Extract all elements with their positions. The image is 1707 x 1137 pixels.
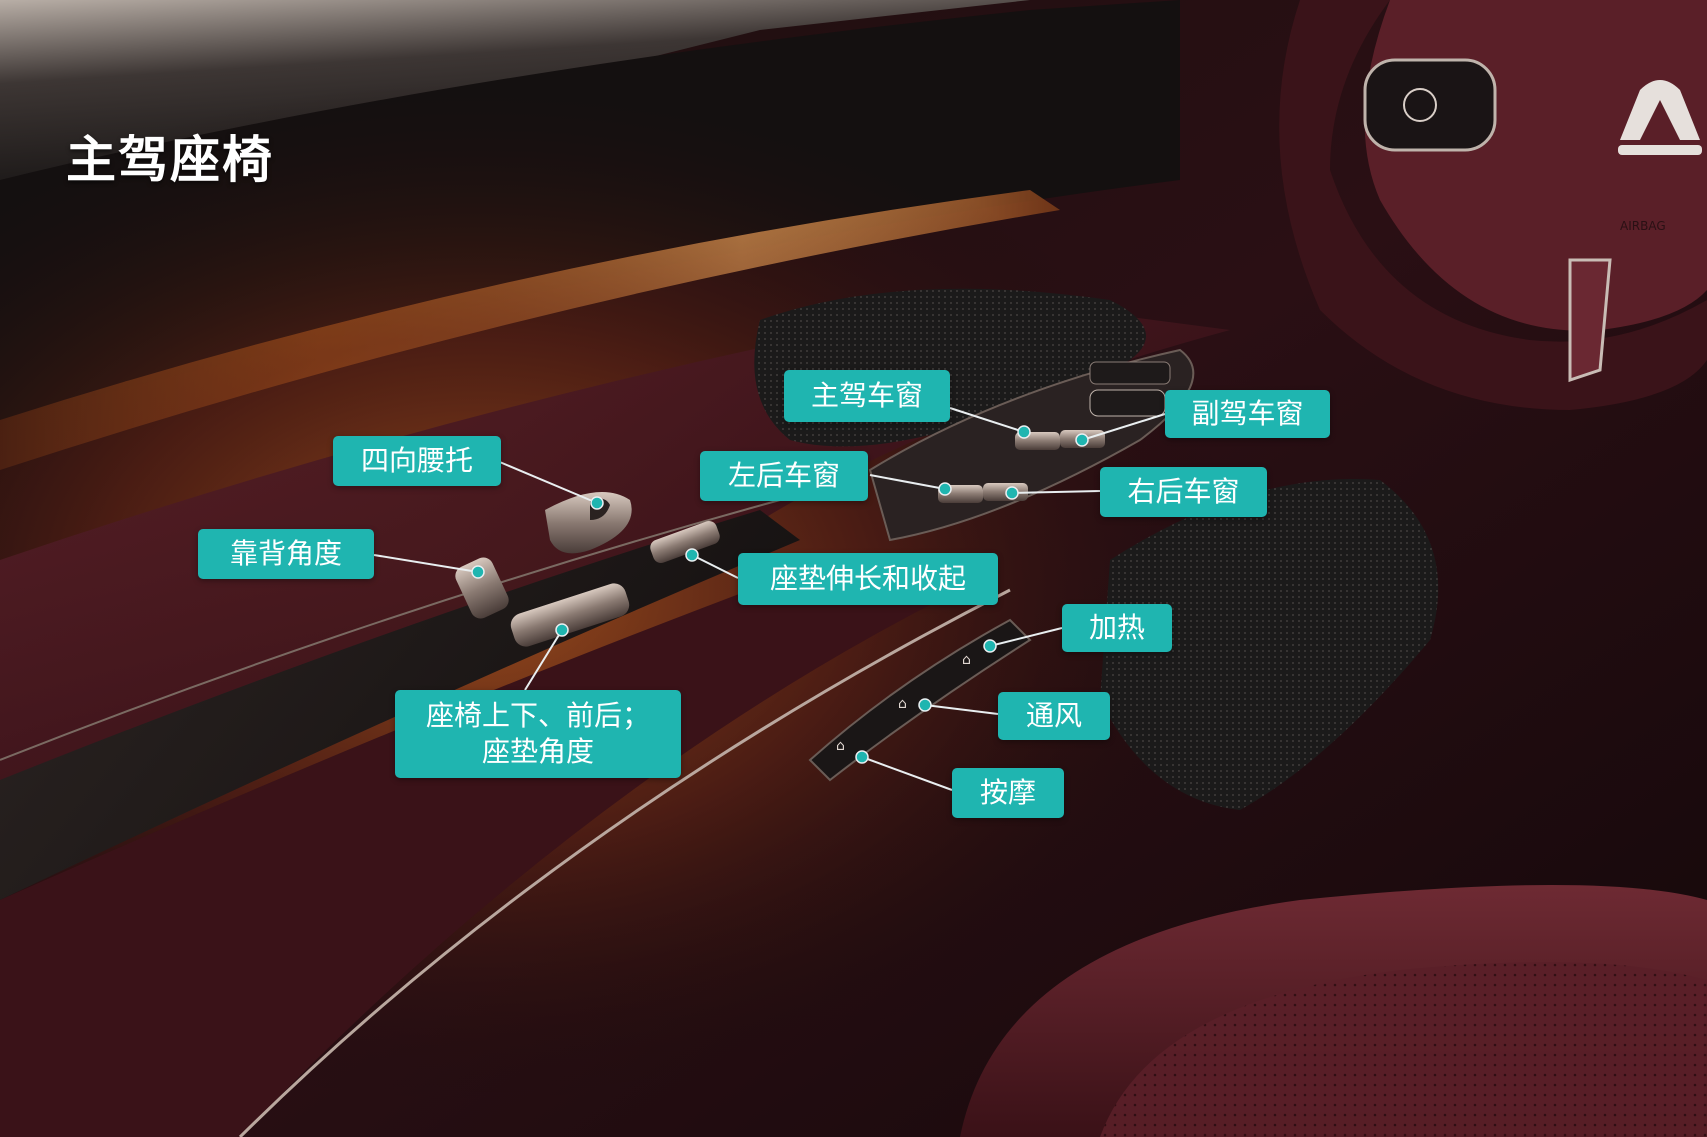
heating-button-icon[interactable]: ⌂ — [962, 652, 971, 668]
callout-backrest-label: 靠背角度 — [229, 537, 342, 570]
callout-rear-right-window: 右后车窗 — [1100, 467, 1267, 517]
steering-wheel-button[interactable] — [1403, 88, 1437, 122]
steering-wheel-spoke — [1568, 258, 1612, 383]
mirror-switch — [1089, 389, 1166, 417]
chrome-trim-line — [238, 588, 1011, 1137]
massage-button-icon[interactable]: ⌂ — [836, 738, 845, 754]
callout-passenger-window-label: 副驾车窗 — [1191, 397, 1304, 430]
ventilation-button-icon[interactable]: ⌂ — [898, 696, 907, 712]
cushion-extension-switch[interactable] — [648, 519, 722, 565]
callout-lumbar: 四向腰托 — [333, 436, 501, 486]
rear-right-window-switch[interactable] — [983, 483, 1028, 501]
callout-rear-right-window-label: 右后车窗 — [1127, 475, 1240, 508]
callout-seat-adjust-line1: 座椅上下、前后； — [425, 699, 650, 732]
rear-left-window-switch[interactable] — [938, 485, 983, 503]
airbag-marking: AIRBAG — [1620, 219, 1666, 233]
callout-driver-window-label: 主驾车窗 — [810, 379, 923, 412]
lumbar-switch[interactable] — [545, 492, 632, 554]
window-lock-switch — [1089, 361, 1171, 385]
callout-cushion-extend: 座垫伸长和收起 — [738, 553, 998, 605]
callout-ventilation-label: 通风 — [1025, 699, 1082, 732]
callout-seat-adjust: 座椅上下、前后； 座垫角度 — [395, 690, 681, 778]
callout-lumbar-label: 四向腰托 — [360, 444, 473, 477]
nio-logo-icon — [1618, 80, 1702, 155]
callout-passenger-window: 副驾车窗 — [1165, 390, 1330, 438]
callout-driver-window: 主驾车窗 — [784, 370, 950, 422]
lower-door-leather — [0, 560, 1000, 1137]
callout-massage: 按摩 — [952, 768, 1064, 818]
trim-line — [0, 499, 781, 761]
callout-heating: 加热 — [1062, 604, 1172, 652]
callout-backrest: 靠背角度 — [198, 529, 374, 579]
callout-ventilation: 通风 — [998, 692, 1110, 740]
callout-rear-left-window-label: 左后车窗 — [727, 459, 840, 492]
driver-window-switch[interactable] — [1015, 432, 1060, 450]
lower-speaker-grille — [1100, 479, 1439, 810]
seat-perforation — [1100, 962, 1707, 1137]
page-title: 主驾座椅 — [66, 131, 274, 189]
callout-cushion-extend-label: 座垫伸长和收起 — [769, 562, 966, 595]
passenger-window-switch[interactable] — [1060, 430, 1105, 448]
steering-control-pad[interactable] — [1363, 58, 1497, 152]
callout-seat-adjust-line2: 座垫角度 — [481, 735, 594, 768]
callout-rear-left-window: 左后车窗 — [700, 451, 868, 501]
callout-heating-label: 加热 — [1088, 611, 1145, 644]
steering-wheel-rim — [1279, 0, 1707, 410]
callout-massage-label: 按摩 — [979, 776, 1036, 809]
